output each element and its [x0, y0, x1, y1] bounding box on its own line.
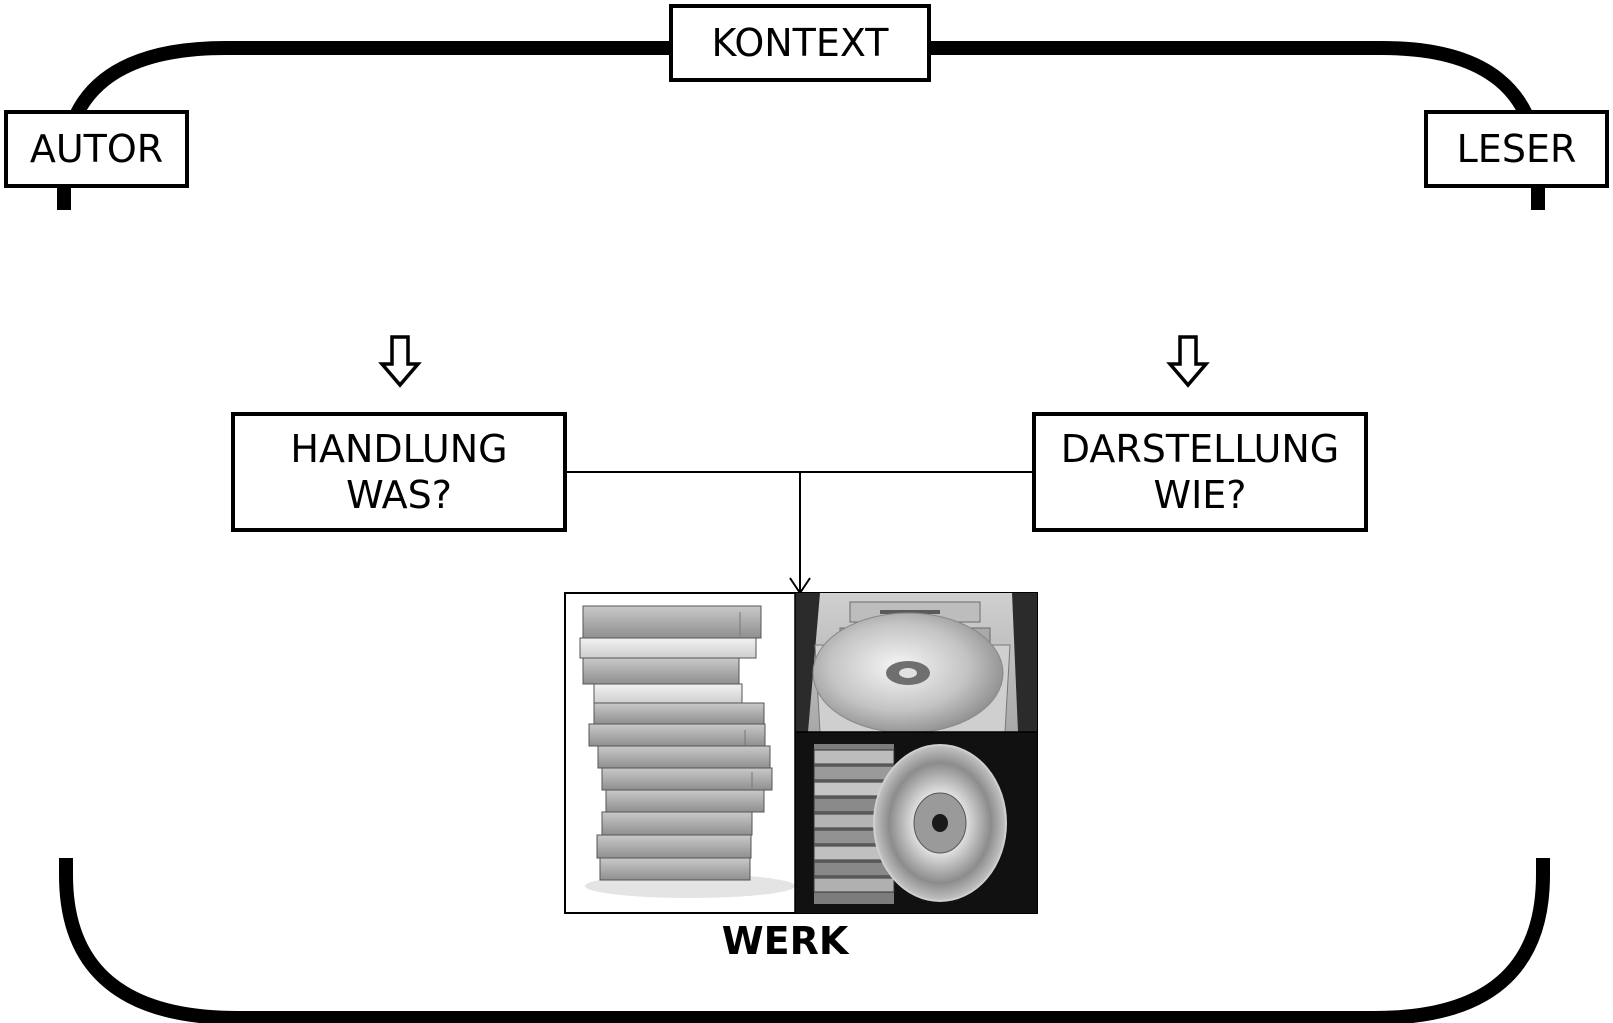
handlung-question: WAS?: [346, 473, 452, 517]
leser-box: LESER: [1424, 110, 1609, 188]
kontext-label: KONTEXT: [711, 21, 889, 65]
darstellung-box: DARSTELLUNG WIE?: [1032, 412, 1368, 532]
book-stack-image: [579, 605, 795, 898]
computer-cd-drive-image: [795, 593, 1037, 734]
down-arrow-icon: [1166, 335, 1210, 388]
darstellung-label: DARSTELLUNG: [1060, 427, 1340, 471]
context-arc-bottom: [59, 858, 1550, 1023]
handlung-box: HANDLUNG WAS?: [231, 412, 567, 532]
down-arrow-icon: [378, 335, 422, 388]
leser-label: LESER: [1456, 127, 1577, 171]
kontext-box: KONTEXT: [669, 4, 931, 82]
autor-label: AUTOR: [29, 127, 164, 171]
handlung-label: HANDLUNG: [290, 427, 508, 471]
cd-cases-and-disc-image: [795, 732, 1037, 913]
werk-label: WERK: [721, 919, 849, 963]
autor-box: AUTOR: [4, 110, 189, 188]
darstellung-question: WIE?: [1153, 473, 1247, 517]
werk-image-collage: [564, 592, 1038, 914]
